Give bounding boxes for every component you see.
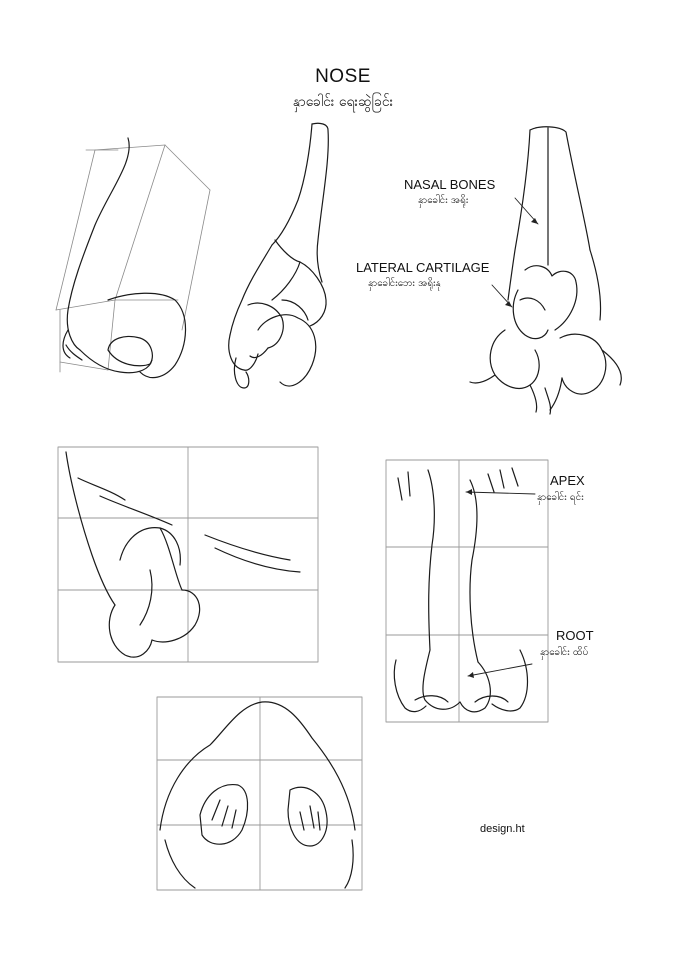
page-title: NOSE xyxy=(315,66,371,87)
label-nasal-bones-mm: နှာခေါင်း အရိုး xyxy=(418,195,469,206)
label-arrows xyxy=(465,197,539,678)
grid-three-quarter-sketch xyxy=(57,446,319,663)
label-root: ROOT xyxy=(556,628,594,643)
grid-underside-sketch xyxy=(156,696,363,891)
front-anatomy-sketch xyxy=(469,126,622,415)
cartilage-side-sketch xyxy=(228,122,329,389)
construction-nose-sketch xyxy=(55,137,211,379)
label-lateral-cartilage-mm: နှာခေါင်းဘေး အရိုးနု xyxy=(368,278,441,289)
label-lateral-cartilage: LATERAL CARTILAGE xyxy=(356,260,490,275)
label-apex-mm: နှာခေါင်း ရင်း xyxy=(537,492,584,503)
label-apex: APEX xyxy=(550,473,585,488)
credit-text: design.ht xyxy=(480,823,525,835)
page-subtitle: နှာခေါင်း ရေးဆွဲခြင်း xyxy=(292,94,394,110)
label-nasal-bones: NASAL BONES xyxy=(404,177,496,192)
grid-front-sketch xyxy=(385,459,549,723)
label-root-mm: နှာခေါင်း ထိပ် xyxy=(540,647,589,658)
